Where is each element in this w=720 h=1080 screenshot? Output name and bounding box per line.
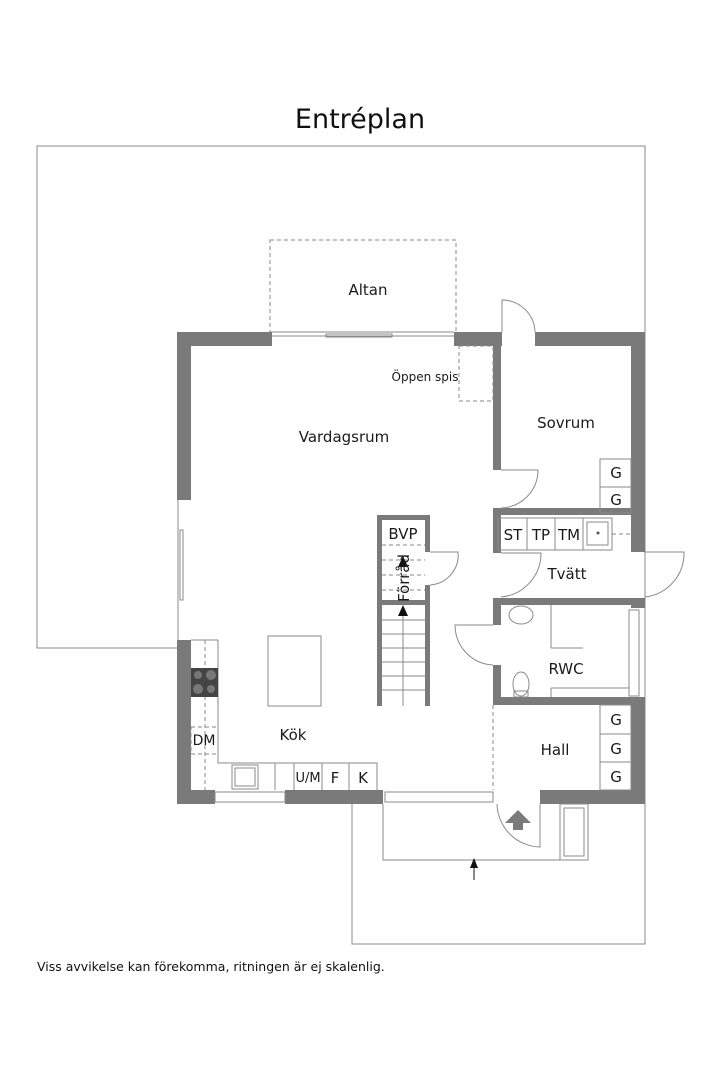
section-arrow-icon (470, 858, 478, 868)
doors (429, 299, 685, 848)
svg-text:G: G (610, 491, 622, 509)
label-laundry: Tvätt (547, 565, 587, 583)
svg-text:TM: TM (557, 526, 580, 544)
label-hall: Hall (541, 741, 570, 759)
disclaimer: Viss avvikelse kan förekomma, ritningen … (37, 959, 385, 974)
exterior-walls (177, 332, 645, 804)
svg-text:K: K (358, 769, 369, 787)
svg-text:F: F (331, 769, 340, 787)
hall-wardrobes: G G G (599, 704, 632, 791)
bathroom-fixtures (508, 605, 629, 698)
dishwasher (190, 726, 219, 755)
staircase (382, 544, 425, 706)
svg-text:G: G (610, 740, 622, 758)
plan-title: Entréplan (295, 104, 425, 135)
label-bathroom: RWC (548, 660, 583, 678)
label-heat-pump: BVP (388, 525, 417, 543)
label-kitchen: Kök (280, 726, 307, 744)
label-storage: Förråd (395, 554, 413, 602)
kitchen-counters: DM U/M F K (190, 639, 378, 790)
kitchen-sink (231, 764, 259, 790)
entrance (382, 803, 589, 880)
label-altan: Altan (348, 281, 387, 299)
bedroom-wardrobes: G G (599, 458, 632, 514)
label-living-room: Vardagsrum (299, 428, 390, 446)
svg-text:G: G (610, 768, 622, 786)
svg-text:TP: TP (531, 526, 550, 544)
svg-text:G: G (610, 464, 622, 482)
svg-text:G: G (610, 711, 622, 729)
svg-text:DM: DM (193, 733, 216, 749)
windows-and-sliding-doors (177, 331, 640, 803)
entrance-arrow-icon (505, 810, 531, 830)
kitchen-island (267, 635, 322, 707)
fireplace (458, 345, 494, 402)
svg-text:U/M: U/M (295, 771, 320, 786)
label-fireplace: Öppen spis (392, 368, 459, 384)
plot-boundary (36, 145, 646, 945)
svg-text:ST: ST (504, 526, 524, 544)
interior-walls (377, 346, 631, 706)
label-bedroom: Sovrum (537, 414, 595, 432)
laundry-appliances: ST TP TM (497, 517, 631, 551)
